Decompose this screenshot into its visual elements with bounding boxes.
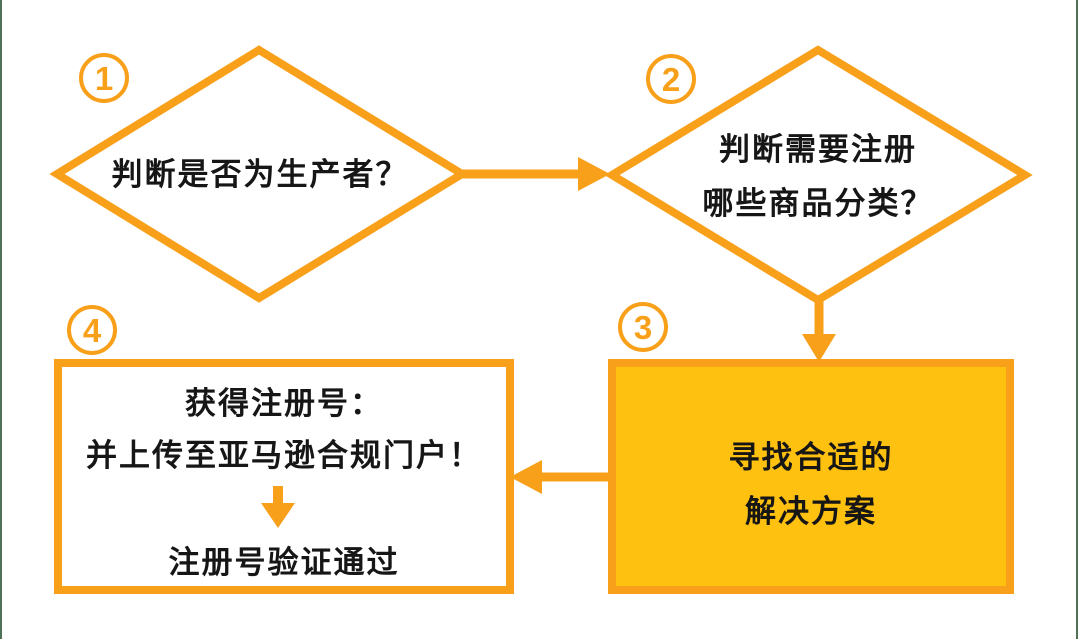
step1-diamond xyxy=(49,45,470,303)
step4-number-badge: 4 xyxy=(67,305,117,355)
arrow-down-icon xyxy=(802,300,836,362)
step3-label-line2: 解决方案 xyxy=(745,494,877,529)
arrow-left-icon xyxy=(510,460,610,494)
step1-label: 判断是否为生产者？ xyxy=(111,157,409,192)
left-edge-divider xyxy=(0,0,2,639)
step3-label-line1: 寻找合适的 xyxy=(728,440,894,475)
step2-label-line2: 哪些商品分类？ xyxy=(702,186,934,221)
step3-label: 寻找合适的 解决方案 xyxy=(612,431,1010,539)
step4-rect xyxy=(54,359,514,594)
right-edge-divider xyxy=(1076,0,1078,639)
step2-number-badge: 2 xyxy=(646,54,696,104)
step4-label-line1: 获得注册号： xyxy=(185,386,383,421)
arrow-right-icon xyxy=(462,157,610,191)
step3-number-badge: 3 xyxy=(618,302,668,352)
step4-label-line2: 并上传至亚马逊合规门户！ xyxy=(86,438,482,473)
step1-number-badge: 1 xyxy=(79,53,129,103)
step2-label-line1: 判断需要注册 xyxy=(719,132,917,167)
step4-label-line3: 注册号验证通过 xyxy=(168,545,400,580)
step3-rect xyxy=(608,359,1014,594)
step2-label: 判断需要注册 哪些商品分类？ xyxy=(618,123,1018,231)
small-arrow-down-icon xyxy=(261,486,295,528)
